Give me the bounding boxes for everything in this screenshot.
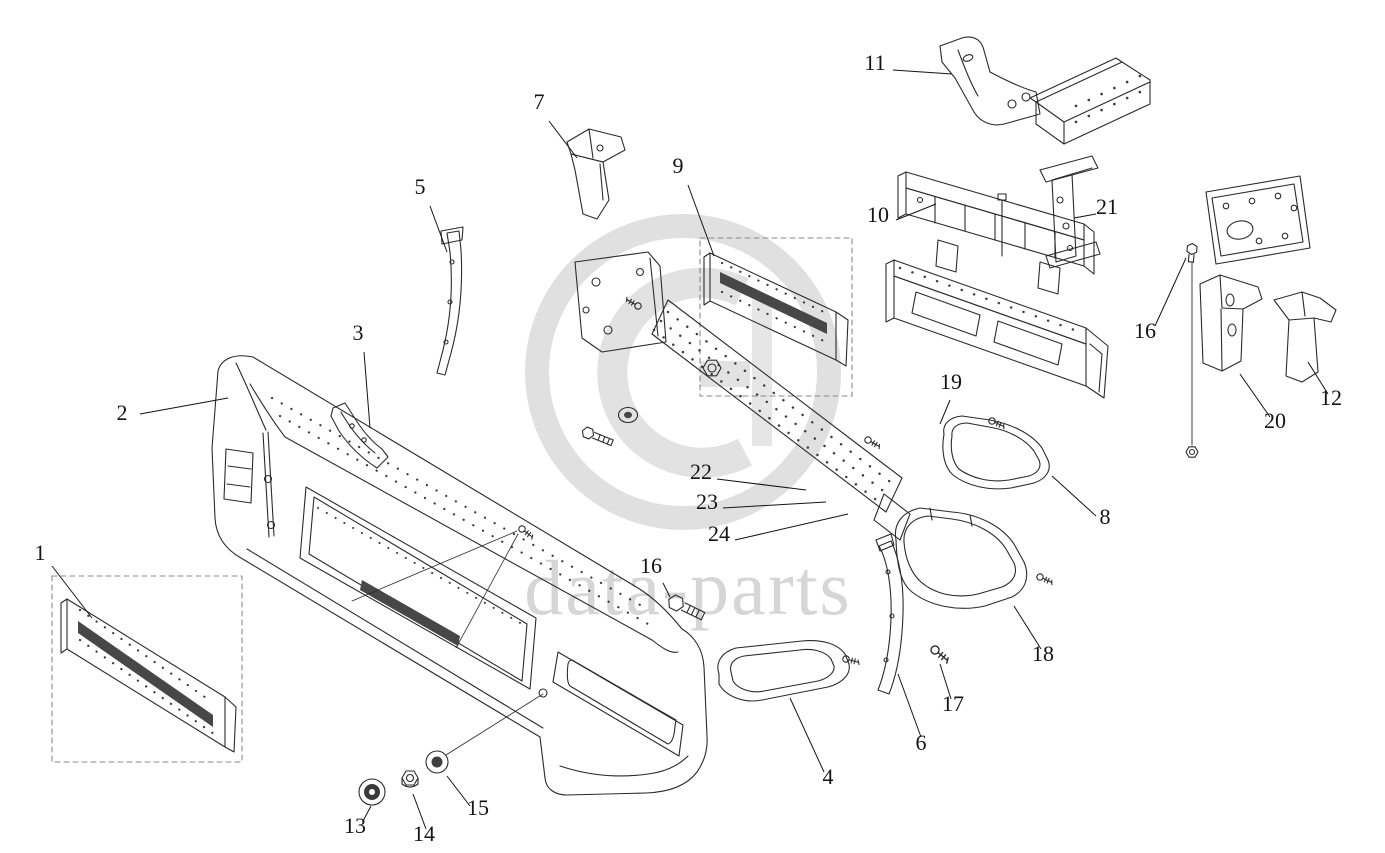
watermark-text: data-parts <box>524 544 852 631</box>
part-label-5[interactable]: 5 <box>415 174 426 199</box>
leader-line-12 <box>1307 361 1329 395</box>
leader-line-2 <box>139 397 229 415</box>
part-label-16a[interactable]: 16 <box>1134 318 1156 343</box>
leader-line-16b <box>662 582 671 598</box>
part-label-18[interactable]: 18 <box>1032 641 1054 666</box>
part-label-3[interactable]: 3 <box>353 320 364 345</box>
leader-line-11 <box>892 69 953 75</box>
part-3-bracket <box>330 402 389 469</box>
part-label-10[interactable]: 10 <box>867 202 889 227</box>
leader-line-1 <box>51 565 93 619</box>
part-19-end-cap <box>942 415 1050 490</box>
part-label-12[interactable]: 12 <box>1320 385 1342 410</box>
part-label-9[interactable]: 9 <box>673 153 684 178</box>
part-6-support-strip <box>875 533 904 695</box>
leader-line-22 <box>716 478 807 491</box>
part-label-22[interactable]: 22 <box>690 459 712 484</box>
bumper-top-face-front-edge <box>249 383 679 653</box>
part-label-17[interactable]: 17 <box>942 691 964 716</box>
diagram-art <box>51 36 1337 806</box>
beam-fasteners <box>581 359 722 447</box>
part-21-bracket <box>1039 155 1101 269</box>
part-14-nut <box>401 770 419 788</box>
watermark-ring <box>525 214 841 530</box>
leader-line-15 <box>446 775 471 807</box>
part-9-selection-box <box>699 237 853 397</box>
hex-bolt <box>581 426 614 447</box>
license-plate-bar <box>360 580 460 646</box>
part-label-8[interactable]: 8 <box>1100 504 1111 529</box>
part-label-24[interactable]: 24 <box>708 521 730 546</box>
part-label-1[interactable]: 1 <box>35 540 46 565</box>
leader-line-19 <box>939 399 951 425</box>
leader-line-3 <box>363 351 371 429</box>
leader-line-9 <box>687 184 715 257</box>
bumper-bottom-skirt <box>559 755 689 777</box>
leader-line-10 <box>895 203 937 221</box>
frame-rail-end <box>1029 57 1151 145</box>
part-12-bracket <box>1273 291 1337 383</box>
part-2-front-bumper <box>211 355 708 796</box>
part-label-7[interactable]: 7 <box>534 89 545 114</box>
leader-line-8 <box>1051 475 1097 517</box>
part-label-13[interactable]: 13 <box>344 813 366 838</box>
leader-line-17 <box>939 663 952 700</box>
crossmember-beam <box>574 251 911 541</box>
leader-line-16a <box>1154 257 1187 327</box>
part-20-bracket <box>1199 274 1263 372</box>
part-16-bolt <box>668 594 706 621</box>
part-7-bracket <box>566 128 626 220</box>
leader-line-6 <box>897 673 922 738</box>
mounting-plate <box>1205 175 1311 265</box>
part-label-23[interactable]: 23 <box>696 489 718 514</box>
part-18-end-cap <box>894 507 1055 609</box>
leader-line-7 <box>548 120 578 159</box>
part-label-4[interactable]: 4 <box>823 764 834 789</box>
part-label-15[interactable]: 15 <box>467 795 489 820</box>
leader-line-5 <box>429 205 448 253</box>
part-label-11[interactable]: 11 <box>864 50 885 75</box>
leader-line-13 <box>362 805 372 822</box>
flange-washer <box>617 406 639 424</box>
part-16-stud <box>1185 242 1199 458</box>
part-1-step-plate <box>60 598 237 753</box>
leader-line-18 <box>1013 605 1042 650</box>
lower-crossmember <box>885 259 1109 399</box>
hex-nut <box>702 359 722 377</box>
leader-line-24 <box>734 513 849 541</box>
leader-line-23 <box>722 501 827 509</box>
part-label-21[interactable]: 21 <box>1096 194 1118 219</box>
part-9-step-plate <box>703 252 849 367</box>
part-17-screw <box>928 643 952 666</box>
part-13-cap <box>358 778 386 806</box>
leader-line-20 <box>1239 373 1271 418</box>
watermark-logo-arc <box>597 267 753 478</box>
part-4-lamp-housing <box>717 640 861 702</box>
leader-line-21 <box>1073 213 1097 219</box>
part-label-16b[interactable]: 16 <box>640 553 662 578</box>
part-label-14[interactable]: 14 <box>413 821 435 846</box>
part-label-2[interactable]: 2 <box>117 400 128 425</box>
part-label-6[interactable]: 6 <box>916 730 927 755</box>
leader-line-14 <box>412 793 427 830</box>
part-label-20[interactable]: 20 <box>1264 408 1286 433</box>
part-15-grommet <box>425 693 544 774</box>
part-11-bracket <box>939 36 1041 126</box>
watermark: data-parts <box>524 214 852 631</box>
part-1-selection-box <box>51 575 243 763</box>
part-label-19[interactable]: 19 <box>940 369 962 394</box>
leader-line-4 <box>789 697 825 773</box>
part-5-support-strip <box>436 226 464 376</box>
bumper-corner-crease <box>235 362 267 431</box>
part-10-crossmember <box>897 171 1095 295</box>
